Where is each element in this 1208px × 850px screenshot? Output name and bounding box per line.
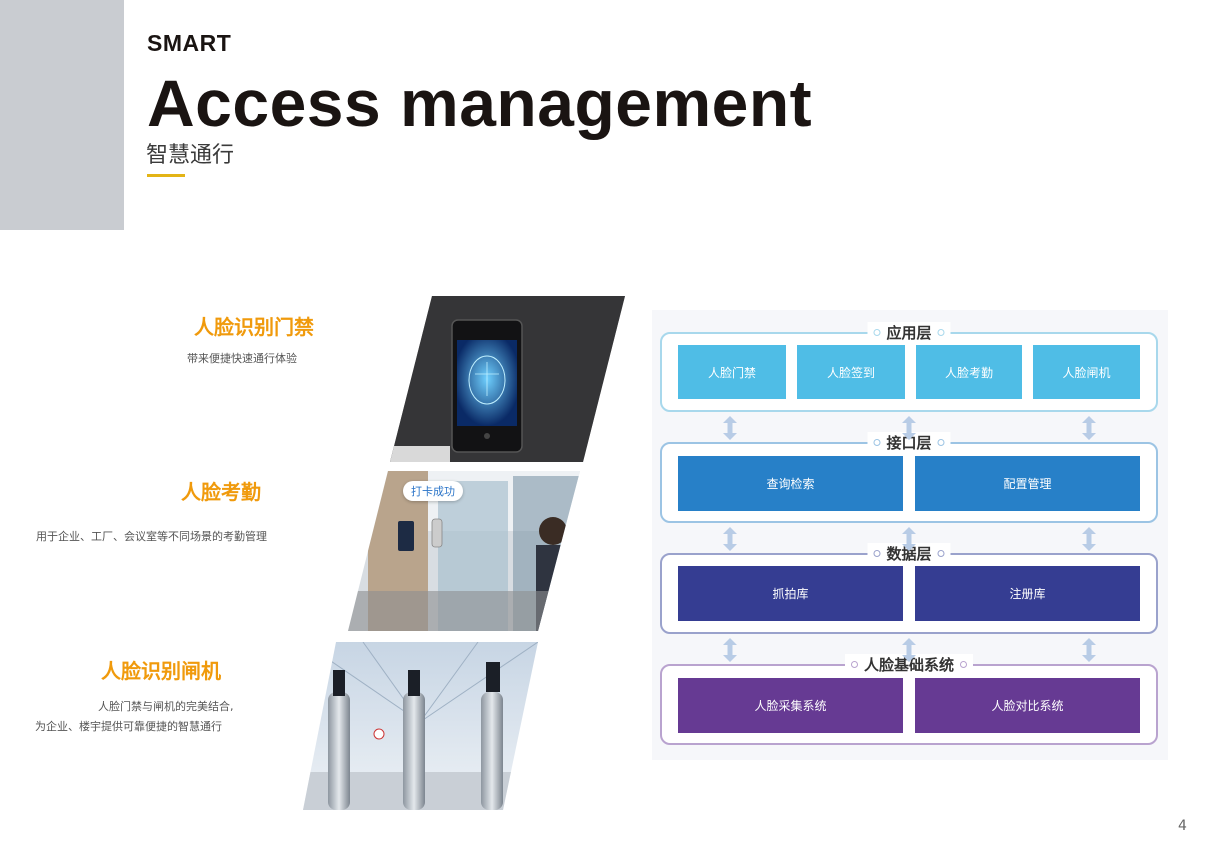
- double-arrow-icon: [723, 416, 737, 440]
- photo-attendance: 打卡成功: [348, 471, 580, 631]
- layer-dot-icon: [937, 329, 945, 336]
- feature-desc-face-door: 带来便捷快速通行体验: [187, 352, 297, 365]
- feature-desc-gate-line2: 为企业、楼宇提供可靠便捷的智慧通行: [35, 720, 222, 733]
- feature-title-attendance: 人脸考勤: [181, 480, 261, 504]
- box-face-capture-system: 人脸采集系统: [678, 678, 903, 733]
- double-arrow-icon: [1082, 638, 1096, 662]
- box-capture-db: 抓拍库: [678, 566, 903, 621]
- photo-face-terminal: [390, 296, 625, 462]
- box-face-attendance: 人脸考勤: [916, 345, 1022, 399]
- layer-face-base-label: 人脸基础系统: [863, 656, 955, 674]
- box-config-manage: 配置管理: [915, 456, 1140, 511]
- feature-desc-attendance: 用于企业、工厂、会议室等不同场景的考勤管理: [36, 530, 267, 543]
- layer-application-label: 应用层: [886, 324, 932, 342]
- layer-dot-icon: [873, 439, 881, 446]
- box-register-db: 注册库: [915, 566, 1140, 621]
- feature-title-gate: 人脸识别闸机: [101, 659, 221, 683]
- layer-application-title: 应用层: [867, 322, 951, 343]
- layer-dot-icon: [873, 329, 881, 336]
- feature-desc-gate-line1: 人脸门禁与闸机的完美结合,: [98, 700, 234, 713]
- layer-data-title: 数据层: [867, 543, 951, 564]
- brand-smart: SMART: [147, 30, 232, 56]
- layer-dot-icon: [873, 550, 881, 557]
- box-face-compare-system: 人脸对比系统: [915, 678, 1140, 733]
- checkin-success-bubble: 打卡成功: [403, 481, 463, 501]
- page-number: 4: [1178, 818, 1187, 834]
- page-title: Access management: [147, 66, 813, 140]
- title-underline: [147, 174, 185, 177]
- layer-dot-icon: [937, 439, 945, 446]
- box-face-door: 人脸门禁: [678, 345, 786, 399]
- double-arrow-icon: [902, 638, 916, 662]
- double-arrow-icon: [723, 527, 737, 551]
- layer-interface-title: 接口层: [867, 432, 951, 453]
- box-face-signin: 人脸签到: [797, 345, 905, 399]
- double-arrow-icon: [1082, 527, 1096, 551]
- box-face-gate: 人脸闸机: [1033, 345, 1140, 399]
- double-arrow-icon: [1082, 416, 1096, 440]
- photo-turnstile-gates: [303, 642, 538, 810]
- header-grey-block: [0, 0, 124, 230]
- layer-dot-icon: [850, 661, 858, 668]
- box-query-search: 查询检索: [678, 456, 903, 511]
- feature-title-face-door: 人脸识别门禁: [194, 315, 314, 339]
- layer-interface-label: 接口层: [886, 434, 932, 452]
- page-subtitle: 智慧通行: [146, 143, 235, 168]
- double-arrow-icon: [902, 527, 916, 551]
- double-arrow-icon: [902, 416, 916, 440]
- layer-dot-icon: [960, 661, 968, 668]
- layer-face-base-title: 人脸基础系统: [844, 654, 974, 675]
- layer-data-label: 数据层: [886, 545, 932, 563]
- double-arrow-icon: [723, 638, 737, 662]
- layer-dot-icon: [937, 550, 945, 557]
